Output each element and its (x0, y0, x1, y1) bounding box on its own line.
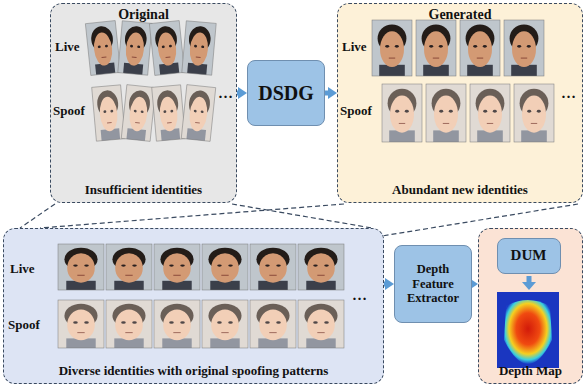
illustration (3, 228, 384, 384)
face-photo (372, 20, 412, 76)
arrow-head (328, 87, 337, 99)
face-photo (106, 244, 152, 290)
face-photo (154, 300, 200, 348)
ellipsis-mark: … (218, 86, 233, 101)
ellipsis-mark: … (561, 86, 576, 101)
node-text: Insufficient identities (85, 183, 202, 198)
face-photo (91, 84, 125, 140)
process-box: DUM (497, 238, 561, 274)
illustration (50, 3, 237, 203)
ellipsis-mark: … (352, 288, 367, 303)
guide-line (20, 204, 55, 228)
face-photo (154, 244, 200, 290)
face-photo (426, 84, 466, 142)
node-text: Depth Feature Extractor (398, 262, 468, 305)
face-photo (250, 300, 296, 348)
arrow-head (385, 278, 394, 290)
row-label: Spoof (53, 104, 85, 117)
face-photo (470, 84, 510, 142)
face-photo (121, 84, 155, 141)
process-box: Depth Feature Extractor (394, 245, 472, 323)
face-photo (382, 84, 422, 142)
face-photo (58, 300, 104, 348)
group-box: Diverse identities with original spoofin… (3, 228, 384, 384)
face-photo (117, 20, 151, 74)
flow-arrow (237, 87, 247, 99)
flow-arrow (325, 87, 337, 99)
face-photo (149, 20, 184, 75)
row-label: Live (342, 40, 367, 53)
face-photo (151, 84, 185, 140)
arrow-head (522, 282, 536, 290)
face-photo (460, 20, 500, 76)
row-label: Spoof (8, 318, 40, 331)
face-photo (85, 20, 120, 75)
arrow-shaft (526, 276, 531, 283)
group-box: OriginalInsufficient identities (50, 3, 237, 203)
face-photo (58, 244, 104, 290)
face-photo (181, 84, 215, 141)
node-text: DSDG (258, 82, 314, 105)
group-box: GeneratedAbundant new identities (337, 3, 583, 203)
node-text: Diverse identities with original spoofin… (59, 364, 329, 379)
face-photo (514, 84, 554, 142)
row-label: Spoof (340, 104, 372, 117)
face-photo (106, 300, 152, 348)
face-photo (202, 244, 248, 290)
arrow-head (238, 87, 247, 99)
face-photo (202, 300, 248, 348)
depth-map (497, 292, 559, 368)
node-text: Depth Map (499, 364, 562, 379)
face-photo (250, 244, 296, 290)
face-photo (504, 20, 544, 76)
node-text: DUM (511, 247, 547, 264)
node-text: Abundant new identities (392, 183, 528, 198)
node-text: Original (118, 7, 169, 23)
face-photo (298, 244, 344, 290)
process-box: DSDG (247, 60, 325, 126)
guide-line (40, 204, 344, 228)
group-box: Depth Map DUM (478, 228, 583, 384)
illustration (337, 3, 583, 203)
flow-arrow (384, 278, 394, 290)
row-label: Live (55, 40, 80, 53)
face-photo (298, 300, 344, 348)
face-photo (416, 20, 456, 76)
depth-blob (504, 300, 552, 364)
face-photo (181, 20, 215, 74)
row-label: Live (10, 262, 35, 275)
node-text: Generated (429, 7, 492, 23)
